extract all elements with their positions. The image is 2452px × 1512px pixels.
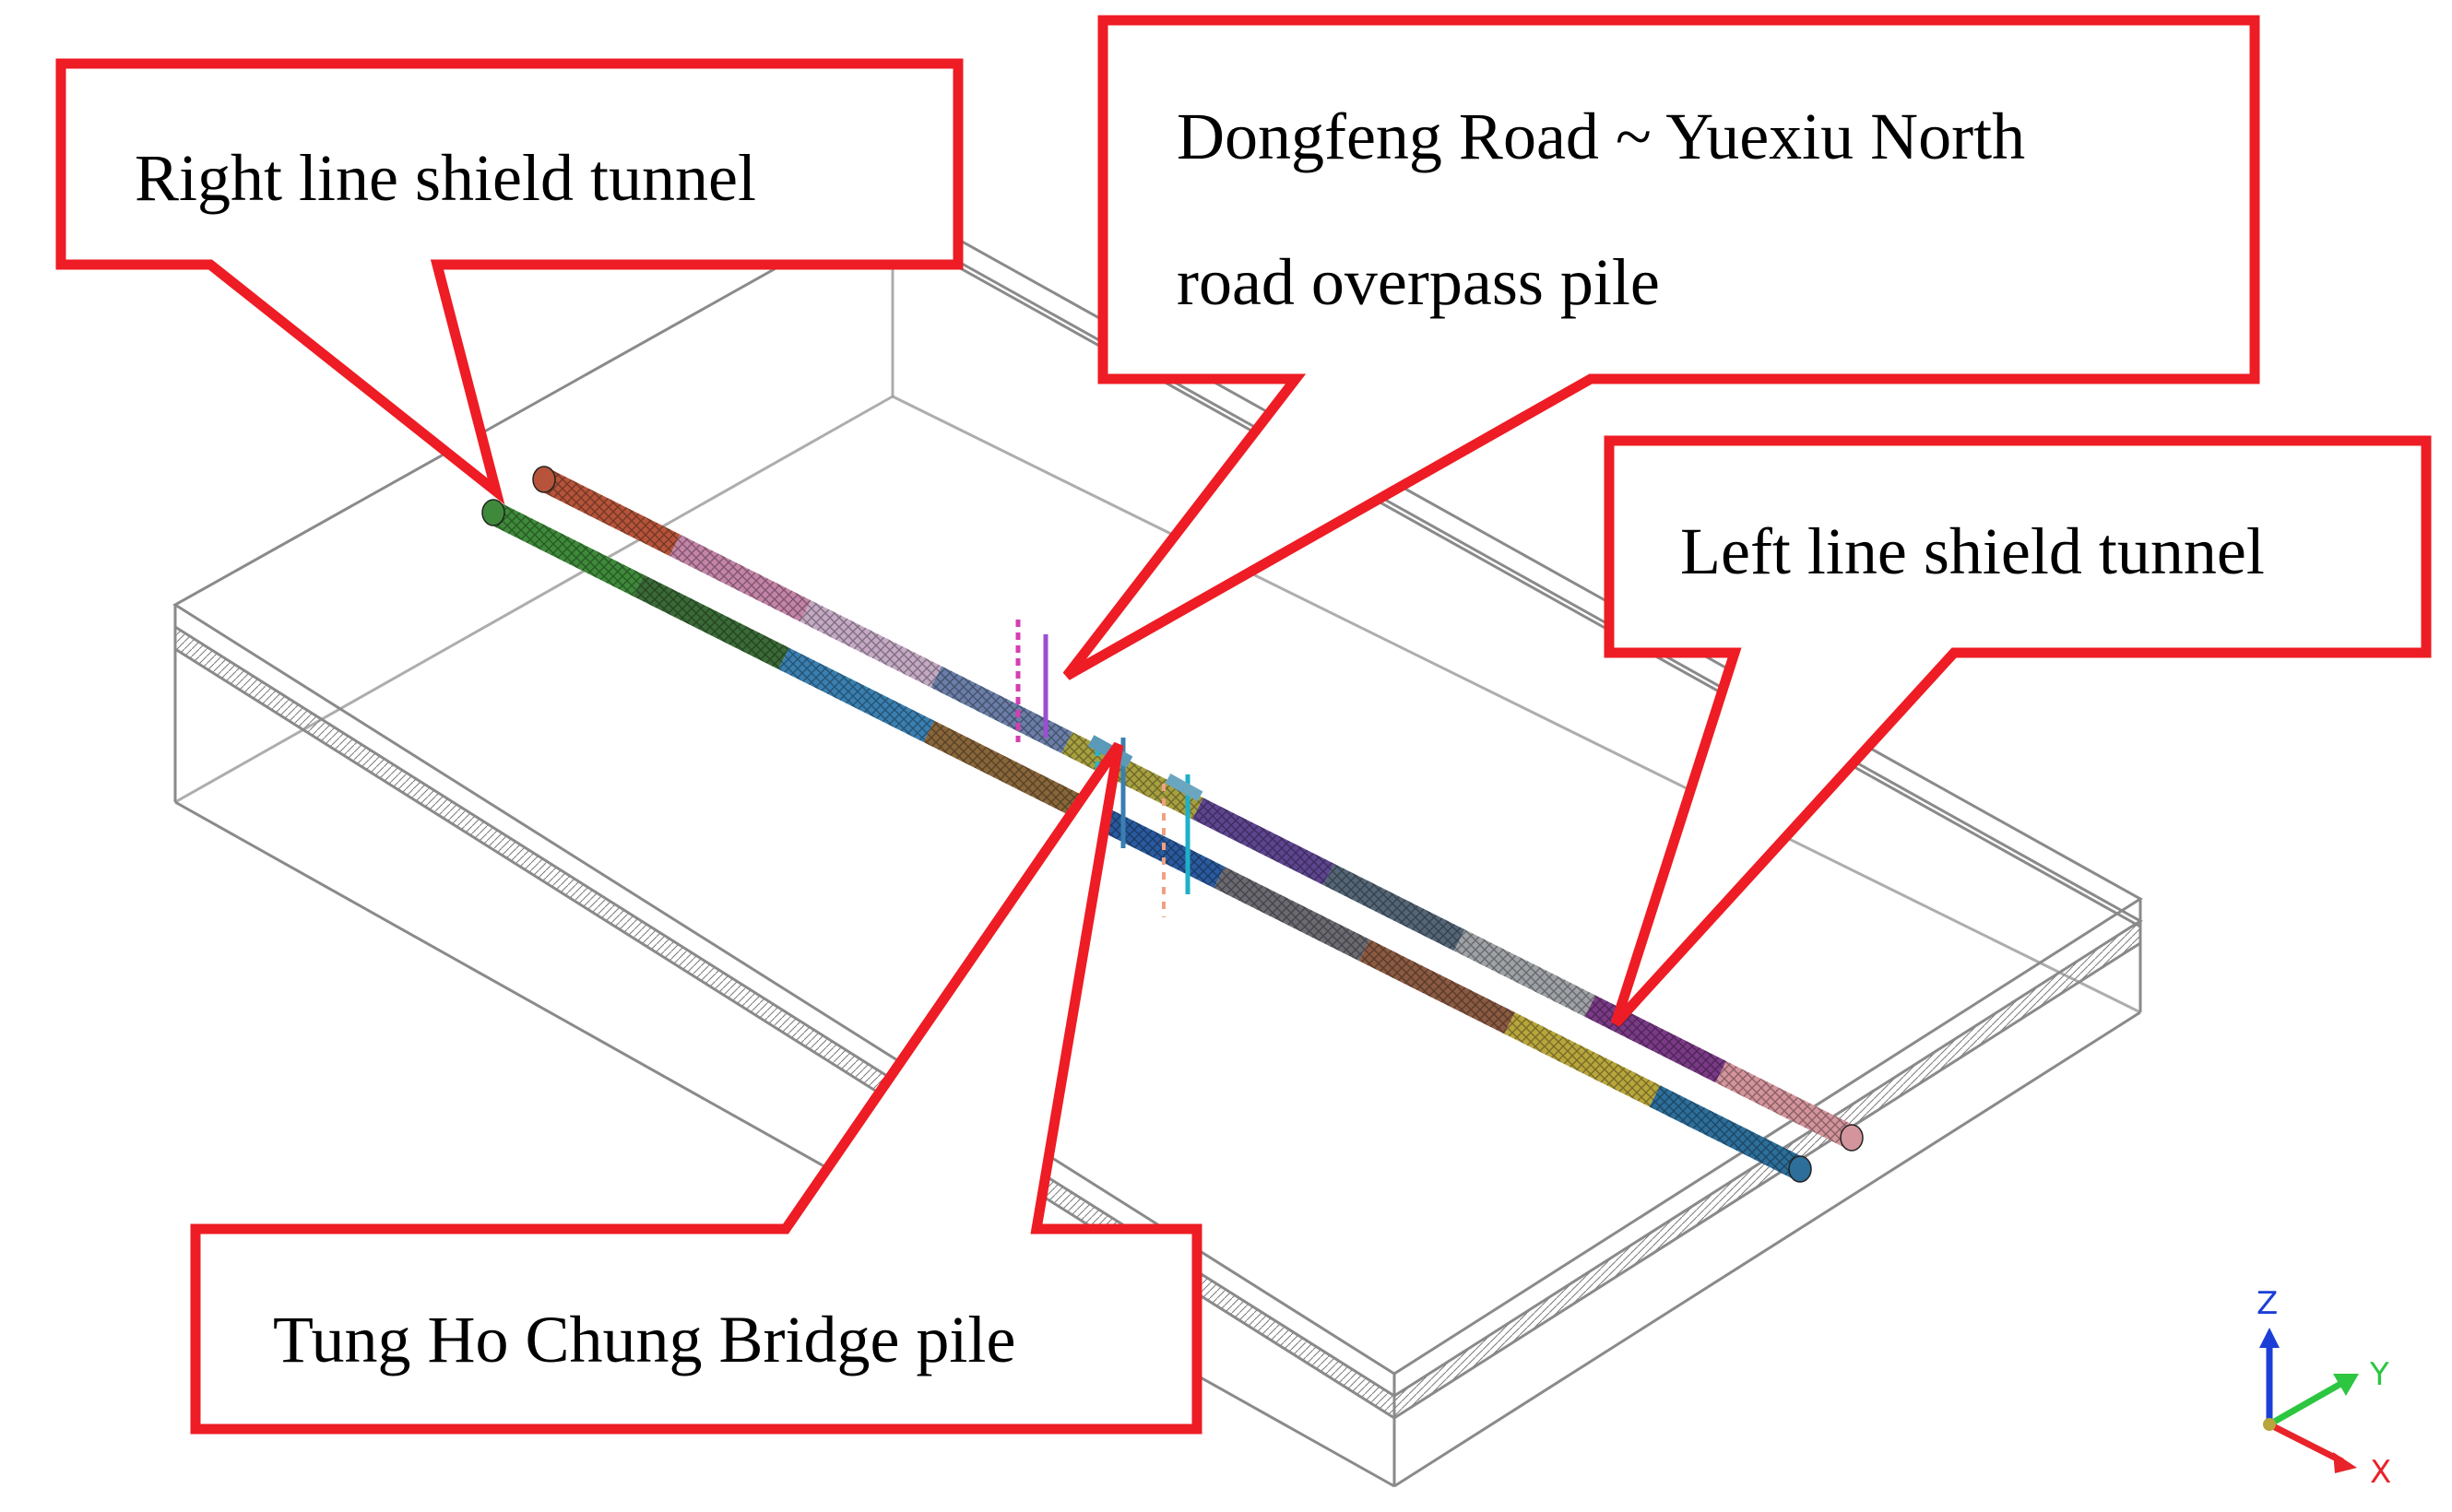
tunnel-mesh — [1453, 929, 1596, 1017]
x-axis-label: X — [2370, 1454, 2391, 1491]
tunnel-mesh — [923, 720, 1080, 816]
callout-bridge-pile: Tung Ho Chung Bridge pile — [190, 741, 1202, 1435]
callout-right-tunnel: Right line shield tunnel — [55, 58, 964, 505]
callout-label: Tung Ho Chung Bridge pile — [273, 1303, 1015, 1376]
callout-label: Dongfeng Road ~ Yuexiu North — [1177, 100, 2025, 173]
pile-cap — [1165, 774, 1203, 801]
tunnel-mesh — [669, 534, 811, 622]
callout-box — [55, 58, 964, 505]
y-axis-arrow — [2268, 1379, 2344, 1428]
tunnel-mesh — [778, 647, 935, 742]
tunnel-mesh — [800, 600, 942, 688]
tunnel-mesh — [539, 468, 681, 557]
tunnel-mesh — [1322, 863, 1465, 951]
box-edge — [892, 395, 2141, 1014]
callout-label: road overpass pile — [1177, 245, 1660, 319]
z-axis-arrowhead — [2259, 1328, 2280, 1348]
tunnel-mesh — [633, 574, 789, 669]
tunnel-mesh — [1584, 995, 1727, 1083]
tunnel-mesh — [1649, 1085, 1806, 1180]
callout-box — [1604, 435, 2432, 1027]
tunnel-end-cap — [1840, 1124, 1864, 1152]
callout-box — [190, 741, 1202, 1435]
x-axis-arrow — [2268, 1421, 2344, 1465]
box-edge — [1393, 1010, 2141, 1488]
y-axis-label: Y — [2369, 1356, 2389, 1393]
axis-origin — [2263, 1418, 2276, 1431]
tunnel-mesh — [1715, 1060, 1857, 1149]
callout-left-tunnel: Left line shield tunnel — [1604, 435, 2432, 1027]
callout-overpass-pile: Dongfeng Road ~ Yuexiu North road overpa… — [1062, 15, 2260, 680]
tunnel-mesh — [1061, 731, 1203, 820]
y-axis-arrowhead — [2333, 1374, 2359, 1396]
tunnel-mesh — [488, 502, 645, 597]
overpass-piles — [1015, 620, 1048, 742]
callout-label: Right line shield tunnel — [135, 141, 756, 215]
tunnel-end-cap — [532, 466, 556, 493]
callout-box — [1062, 15, 2260, 680]
tunnel-mesh — [1192, 797, 1334, 886]
box-edge — [174, 395, 894, 804]
x-axis-arrowhead — [2333, 1452, 2357, 1473]
callout-label: Left line shield tunnel — [1680, 514, 2265, 588]
tunnel-end-cap — [481, 499, 505, 526]
z-axis-label: Z — [2257, 1285, 2278, 1322]
tunnel-end-cap — [1788, 1155, 1812, 1183]
tunnel-mesh — [1358, 939, 1515, 1034]
right-line-shield-tunnel — [532, 466, 1864, 1152]
tunnel-mesh — [1504, 1012, 1661, 1107]
axis-triad: Z Y X — [2257, 1285, 2391, 1491]
tunnel-mesh — [1214, 866, 1370, 962]
